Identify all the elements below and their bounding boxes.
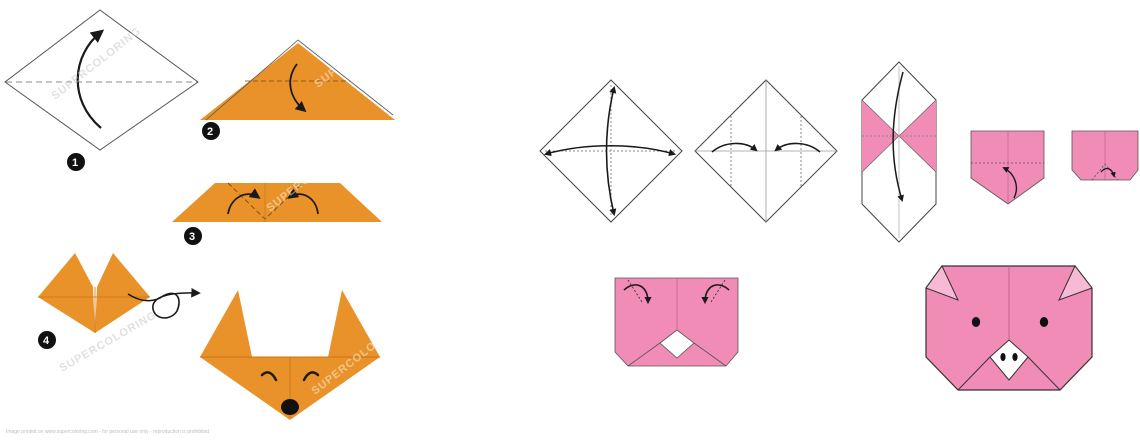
pig-step-1 <box>540 80 682 222</box>
step-number: 2 <box>207 126 213 138</box>
pig-face-result <box>926 266 1092 390</box>
step-number: 3 <box>189 231 195 243</box>
pig-nostril-right <box>1012 353 1017 361</box>
fox-step-1: SUPERCOLORING 1 <box>5 10 198 171</box>
footer-credit: Image printed on www.supercoloring.com -… <box>6 429 209 435</box>
pig-step-6 <box>615 278 738 366</box>
fox-face-result: SUPERCOLORING <box>200 290 404 420</box>
pig-shape <box>971 131 1044 204</box>
fox-ear-left <box>38 253 95 333</box>
fox-step-4: SUPERCOLORING 4 <box>38 253 198 375</box>
pig-step-2 <box>695 80 837 222</box>
pig-step-5 <box>1072 131 1138 180</box>
pig-eye-right <box>1040 317 1048 327</box>
fox-ear-left <box>200 290 252 357</box>
pig-nostril-left <box>1000 353 1005 361</box>
step-number: 4 <box>43 335 50 347</box>
fox-nose <box>281 399 299 415</box>
step-number: 1 <box>72 157 78 169</box>
pig-step-3 <box>862 62 936 242</box>
fox-step-3: SUPERCOLORING 3 <box>172 137 382 245</box>
pig-eye-left <box>972 317 980 327</box>
fox-step-2: SUPERCOLORING 2 <box>200 13 407 140</box>
pig-step-4 <box>971 131 1044 204</box>
fox-triangle <box>200 43 395 120</box>
watermark: SUPERCOLORING <box>312 13 406 90</box>
fox-square-paper <box>5 10 198 150</box>
